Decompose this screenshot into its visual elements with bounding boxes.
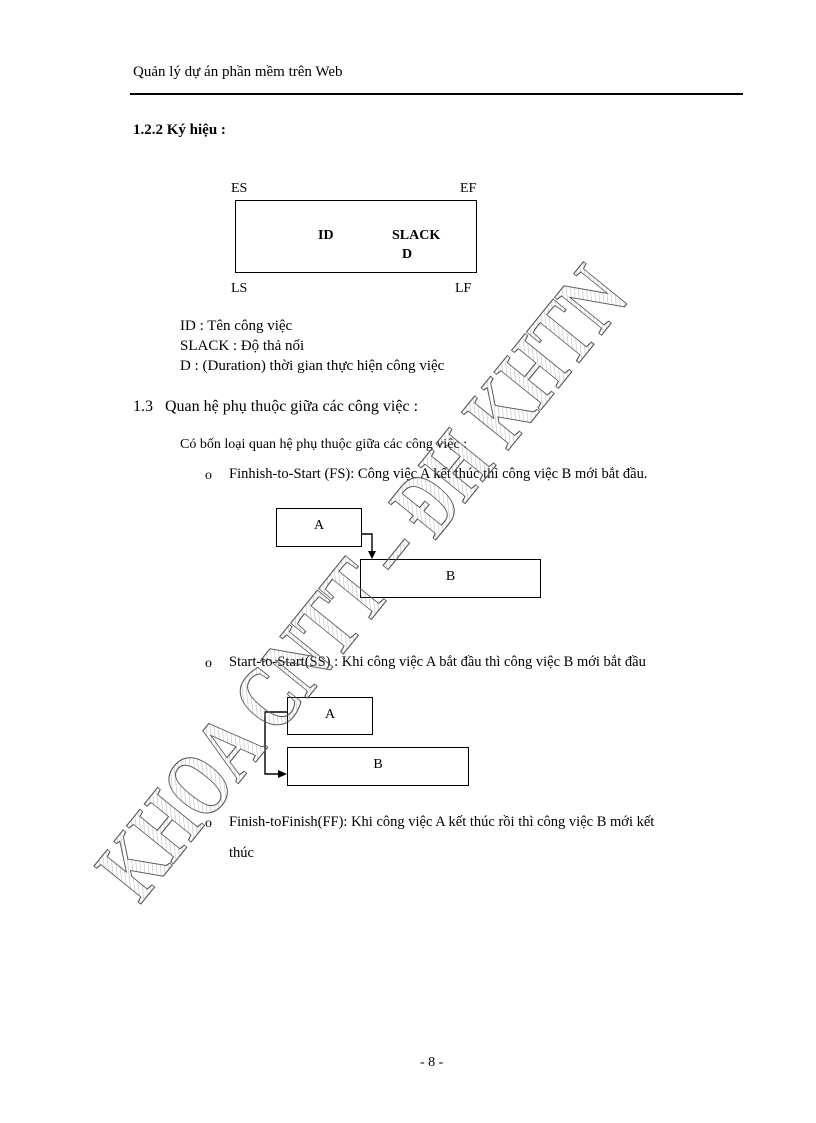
ls-label: LS (231, 281, 248, 296)
notation-box (235, 200, 477, 273)
section-title-1-2-2: 1.2.2 Ký hiệu : (133, 122, 226, 138)
section-heading: Quan hệ phụ thuộc giữa các công việc : (165, 398, 419, 415)
running-header: Quản lý dự án phần mềm trên Web (133, 64, 343, 80)
duration-label: D (402, 247, 413, 262)
bullet-marker: o (205, 656, 212, 671)
id-label: ID (318, 228, 334, 243)
ss-task-a-box: A (287, 697, 373, 735)
slack-label: SLACK (392, 228, 441, 243)
section-title-1-3: 1.3 Quan hệ phụ thuộc giữa các công việc… (133, 398, 418, 416)
bullet-ss-text: Start-to-Start(SS) : Khi công việc A bắt… (229, 654, 646, 670)
definition-slack: SLACK : Độ thả nổi (180, 338, 305, 354)
bullet-marker: o (205, 816, 212, 831)
section-number: 1.3 (133, 398, 153, 415)
fs-task-b-label: B (445, 569, 456, 584)
intro-paragraph: Có bốn loại quan hệ phụ thuộc giữa các c… (180, 437, 468, 452)
fs-task-a-label: A (313, 518, 325, 533)
page-number: - 8 - (420, 1055, 444, 1070)
bullet-ff-text: Finish-toFinish(FF): Khi công việc A kết… (229, 814, 655, 830)
lf-label: LF (455, 281, 472, 296)
ef-label: EF (460, 181, 477, 196)
bullet-marker: o (205, 468, 212, 483)
header-rule (130, 93, 743, 95)
es-label: ES (231, 181, 248, 196)
bullet-fs-text: Finhish-to-Start (FS): Công việc A kết t… (229, 466, 648, 482)
ss-task-b-label: B (373, 757, 383, 772)
bullet-ff-text-continued: thúc (229, 845, 254, 861)
fs-task-b-box: B (360, 559, 541, 598)
fs-task-a-box: A (276, 508, 362, 547)
definition-id: ID : Tên công việc (180, 318, 293, 334)
ss-task-a-label: A (324, 707, 336, 722)
definition-duration: D : (Duration) thời gian thực hiện công … (180, 358, 445, 374)
ss-task-b-box: B (287, 747, 469, 786)
